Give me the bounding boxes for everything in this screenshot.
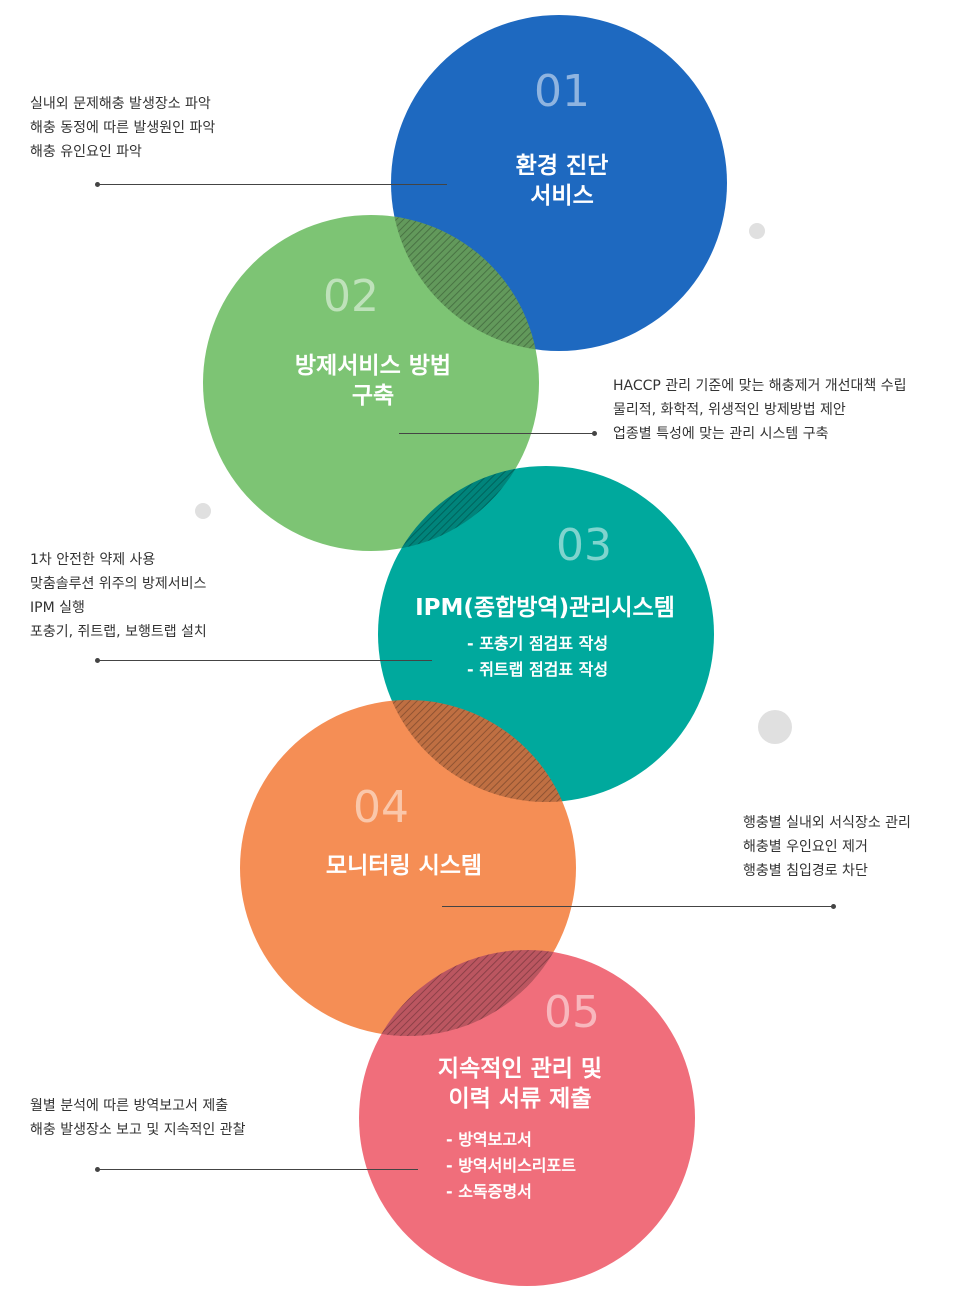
title-line: 이력 서류 제출: [448, 1086, 592, 1112]
deco-dot: [758, 710, 792, 744]
desc-line: 1차 안전한 약제 사용: [30, 552, 156, 568]
connector-line: [97, 1169, 418, 1170]
desc-line: 해충 동정에 따른 발생원인 파악: [30, 120, 216, 136]
desc-line: IPM 실행: [30, 600, 85, 616]
item: - 방역서비스리포트: [446, 1156, 576, 1175]
connector-line: [97, 184, 447, 185]
connector-line: [442, 906, 833, 907]
step-items: - 포충기 점검표 작성 - 쥐트랩 점검표 작성: [467, 631, 608, 683]
title-line: 방제서비스 방법: [294, 353, 452, 379]
desc-line: HACCP 관리 기준에 맞는 해충제거 개선대책 수립: [613, 378, 907, 394]
step-number: 02: [323, 271, 379, 322]
title-line: 구축: [351, 383, 395, 409]
desc-line: 포충기, 쥐트랩, 보행트랩 설치: [30, 624, 207, 640]
overlap-01-02: [391, 215, 539, 351]
deco-dot: [195, 503, 211, 519]
step-number: 04: [353, 782, 409, 833]
connector-line: [97, 660, 432, 661]
item: - 포충기 점검표 작성: [467, 634, 609, 653]
item: - 방역보고서: [446, 1130, 532, 1149]
step-title: IPM(종합방역)관리시스템: [415, 595, 675, 621]
connector-line: [399, 433, 594, 434]
connector-dot: [592, 431, 597, 436]
desc-line: 행충별 실내외 서식장소 관리: [743, 815, 911, 831]
step-items: - 방역보고서 - 방역서비스리포트 - 소독증명서: [446, 1127, 576, 1205]
title-line: 환경 진단: [515, 153, 609, 179]
deco-dot: [749, 223, 765, 239]
overlap-03-04: [378, 700, 576, 802]
desc-line: 해충별 우인요인 제거: [743, 839, 868, 855]
desc-line: 해충 발생장소 보고 및 지속적인 관찰: [30, 1122, 246, 1138]
step-number: 01: [534, 66, 590, 117]
desc-line: 해충 유인요인 파악: [30, 144, 142, 160]
item: - 쥐트랩 점검표 작성: [467, 660, 609, 679]
step-title: 모니터링 시스템: [325, 853, 483, 879]
desc-line: 월별 분석에 따른 방역보고서 제출: [30, 1098, 229, 1114]
title-line: 서비스: [530, 183, 594, 209]
connector-dot: [95, 1167, 100, 1172]
connector-dot: [95, 182, 100, 187]
title-line: 지속적인 관리 및: [437, 1056, 603, 1082]
desc-line: 맞춤솔루션 위주의 방제서비스: [30, 576, 207, 592]
step-number: 05: [544, 987, 600, 1038]
desc-line: 물리적, 화학적, 위생적인 방제방법 제안: [613, 402, 846, 418]
desc-line: 실내외 문제해충 발생장소 파악: [30, 96, 211, 112]
circle-05: [359, 950, 695, 1286]
connector-dot: [95, 658, 100, 663]
connector-dot: [831, 904, 836, 909]
desc-line: 업종별 특성에 맞는 관리 시스템 구축: [613, 426, 829, 442]
step-number: 03: [556, 520, 612, 571]
item: - 소독증명서: [446, 1182, 532, 1201]
desc-line: 행충별 침입경로 차단: [743, 863, 868, 879]
